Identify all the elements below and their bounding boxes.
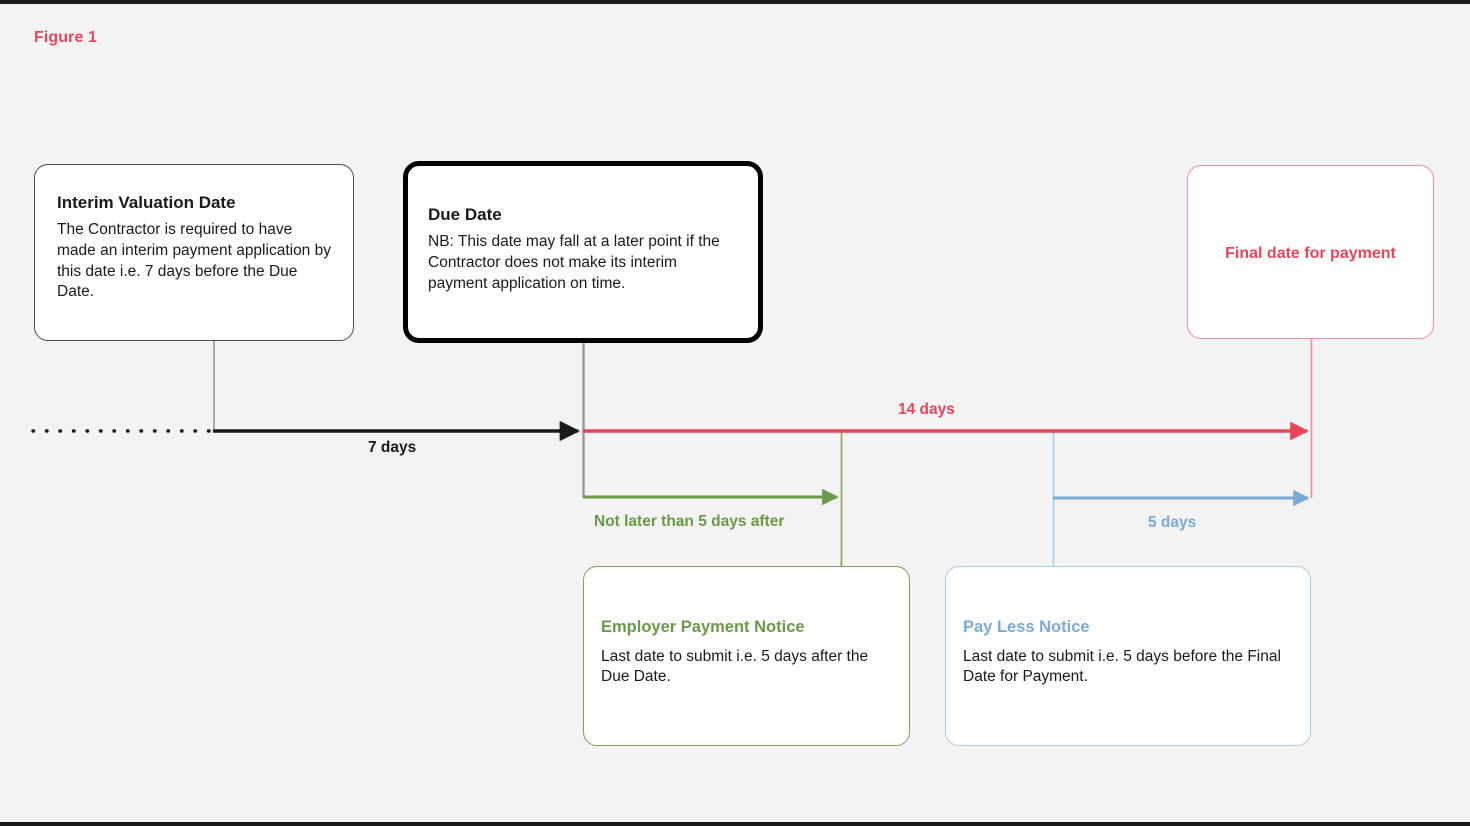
card-interim-valuation-date-body: The Contractor is required to have made … (57, 221, 331, 301)
card-employer-payment-notice-title: Employer Payment Notice (601, 618, 805, 636)
card-pay-less-notice[interactable]: Pay Less Notice Last date to submit i.e.… (945, 566, 1311, 746)
card-pay-less-notice-body: Last date to submit i.e. 5 days before t… (963, 647, 1281, 686)
timeline-label-fourteen-days: 14 days (898, 401, 955, 418)
card-interim-valuation-date-title: Interim Valuation Date (57, 193, 236, 212)
card-pay-less-notice-title: Pay Less Notice (963, 618, 1090, 636)
card-due-date-body: NB: This date may fall at a later point … (428, 233, 720, 292)
timeline-label-five-days-before: 5 days (1148, 514, 1197, 531)
card-final-date-for-payment-title: Final date for payment (1225, 245, 1396, 262)
card-interim-valuation-date[interactable]: Interim Valuation Date The Contractor is… (34, 164, 354, 341)
card-due-date[interactable]: Due Date NB: This date may fall at a lat… (403, 161, 763, 343)
timeline-label-seven-days: 7 days (368, 439, 417, 456)
card-employer-payment-notice[interactable]: Employer Payment Notice Last date to sub… (583, 566, 910, 746)
timeline-label-five-days-after: Not later than 5 days after (594, 513, 785, 530)
card-employer-payment-notice-body: Last date to submit i.e. 5 days after th… (601, 647, 869, 686)
card-due-date-title: Due Date (428, 205, 502, 224)
figure-caption: Figure 1 (34, 29, 98, 46)
card-final-date-for-payment[interactable]: Final date for payment (1187, 165, 1434, 339)
